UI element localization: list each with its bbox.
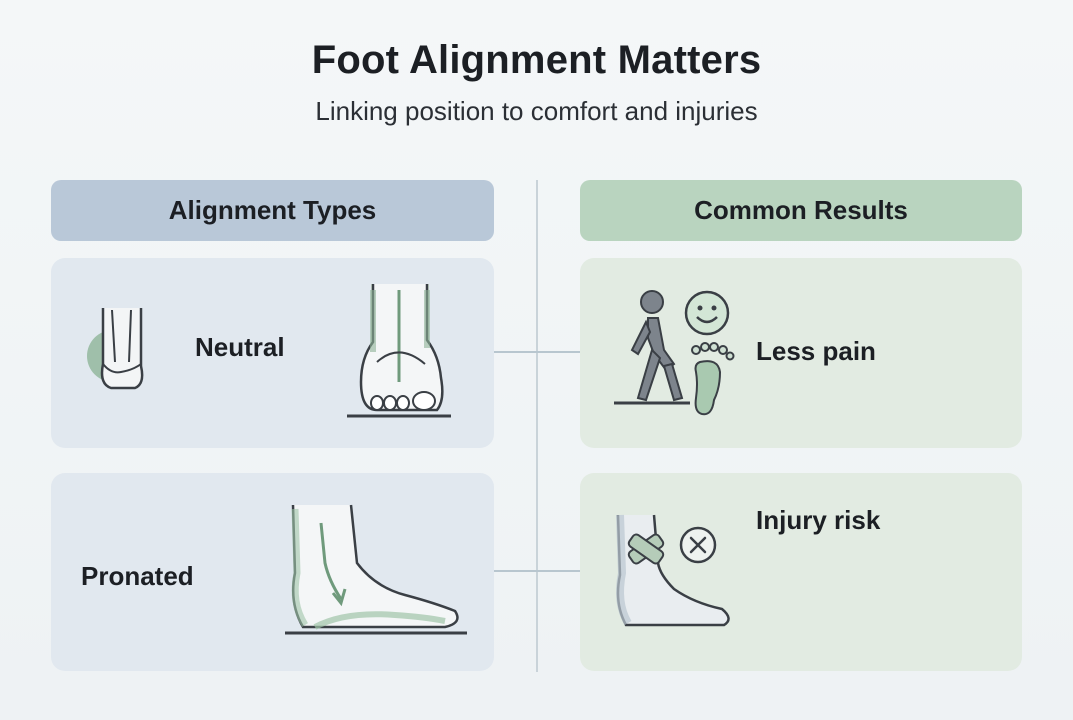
smiley-face-icon: [684, 290, 730, 336]
column-divider: [536, 180, 538, 672]
injury-risk-card: Injury risk: [580, 473, 1022, 671]
alignment-types-header: Alignment Types: [51, 180, 494, 241]
pronated-label: Pronated: [81, 561, 194, 591]
less-pain-card: Less pain: [580, 258, 1022, 448]
footprint-icon: [691, 342, 735, 416]
alignment-types-header-label: Alignment Types: [168, 195, 377, 225]
page-subtitle: Linking position to comfort and injuries: [315, 96, 758, 126]
common-results-header: Common Results: [580, 180, 1022, 241]
pronated-to-injury-risk-connector: [494, 570, 580, 572]
pronated-foot-side-icon: [285, 504, 467, 635]
neutral-foot-front-icon: [347, 284, 451, 418]
common-results-header-label: Common Results: [694, 195, 908, 225]
bandaged-ankle-icon: [616, 514, 730, 627]
page-title: Foot Alignment Matters: [311, 38, 762, 82]
neutral-card: Neutral: [51, 258, 494, 448]
x-circle-icon: [679, 526, 717, 564]
walking-person-icon: [614, 290, 690, 405]
heel-rear-view-icon: [87, 308, 144, 390]
neutral-label: Neutral: [195, 332, 285, 362]
neutral-to-less-pain-connector: [494, 351, 580, 353]
injury-risk-label: Injury risk: [756, 505, 881, 535]
pronated-card: Pronated: [51, 473, 494, 671]
less-pain-label: Less pain: [756, 336, 876, 366]
